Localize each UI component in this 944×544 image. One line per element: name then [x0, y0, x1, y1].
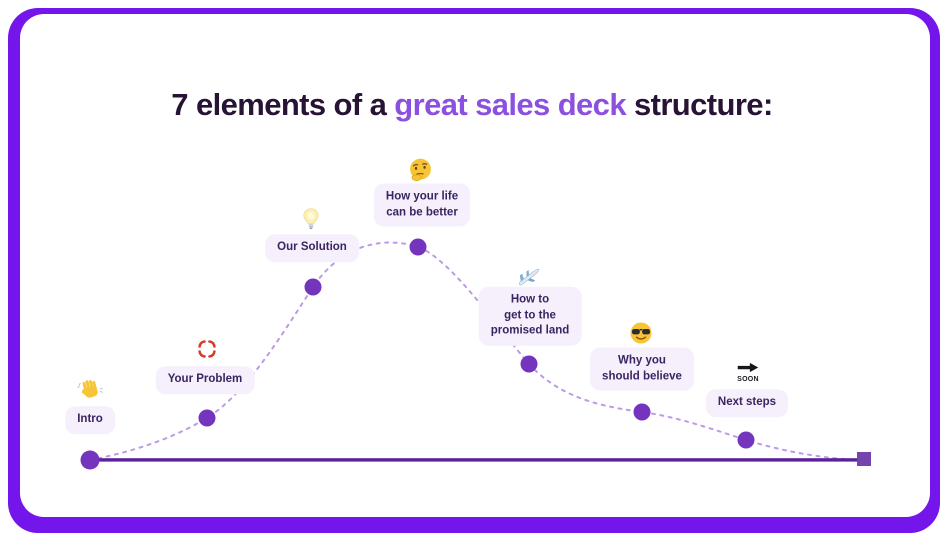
step-label-our-solution: Our Solution — [265, 234, 359, 262]
title-prefix: 7 elements of a — [171, 87, 395, 122]
dot-life-better — [409, 238, 427, 256]
anger-symbol-icon — [193, 335, 221, 363]
airplane-icon — [514, 262, 542, 290]
dot-should-believe — [633, 403, 651, 421]
soon-text: SOON — [737, 376, 759, 383]
step-label-your-problem: Your Problem — [155, 366, 255, 394]
step-label-should-believe: Why you should believe — [590, 347, 694, 391]
dot-next-steps — [737, 431, 755, 449]
baseline-end-square — [857, 452, 871, 466]
light-bulb-icon — [297, 205, 325, 233]
dot-intro — [80, 450, 100, 470]
dot-promised-land — [520, 355, 538, 373]
dot-your-problem — [198, 409, 216, 427]
title-highlight: great sales deck — [394, 87, 626, 122]
step-label-next-steps: Next steps — [705, 389, 789, 417]
step-label-promised-land: How to get to the promised land — [478, 286, 582, 346]
dot-our-solution — [304, 278, 322, 296]
thinking-face-icon — [406, 155, 434, 183]
step-label-life-better: How your life can be better — [373, 183, 471, 227]
baseline — [90, 458, 857, 462]
title-suffix: structure: — [625, 87, 773, 122]
slide-title: 7 elements of a great sales deck structu… — [0, 87, 944, 123]
step-label-intro: Intro — [65, 406, 115, 434]
soon-arrow-icon: SOON — [734, 358, 762, 386]
slide-card — [20, 14, 930, 517]
waving-hand-icon — [76, 376, 104, 404]
sunglasses-face-icon — [627, 319, 655, 347]
